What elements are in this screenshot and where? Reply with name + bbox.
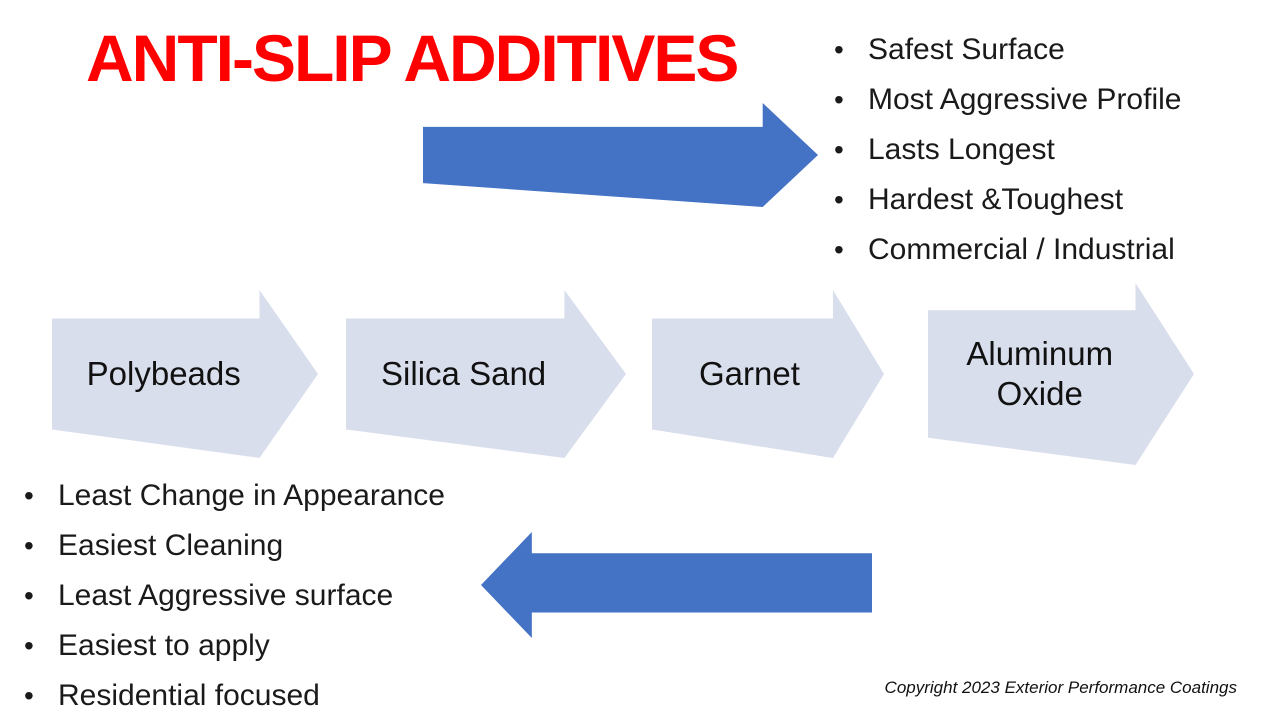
bullet-item: Least Aggressive surface [22, 574, 445, 624]
copyright-text: Copyright 2023 Exterior Performance Coat… [884, 678, 1237, 697]
bullet-item: Lasts Longest [832, 128, 1181, 178]
flow-arrow-label: Garnet [698, 355, 800, 392]
bullet-item: Commercial / Industrial [832, 228, 1181, 278]
flow-arrow-garnet: Garnet [652, 290, 884, 458]
right-arrow-icon [423, 103, 818, 207]
bullet-item: Most Aggressive Profile [832, 78, 1181, 128]
page-title: ANTI-SLIP ADDITIVES [86, 21, 739, 95]
flow-arrow-silica-sand: Silica Sand [346, 290, 626, 458]
bullet-item: Easiest to apply [22, 624, 445, 674]
bullet-item: Easiest Cleaning [22, 524, 445, 574]
bullet-item: Safest Surface [832, 28, 1181, 78]
flow-arrow-aluminum-oxide: Aluminum Oxide [928, 283, 1194, 465]
flow-arrow-label: Polybeads [86, 355, 241, 392]
flow-arrow-label: Silica Sand [381, 355, 547, 392]
bullet-item: Residential focused [22, 674, 445, 720]
bullet-item: Least Change in Appearance [22, 474, 445, 524]
flow-arrow-polybeads: Polybeads [52, 290, 318, 458]
left-arrow-icon [481, 532, 872, 638]
bullet-item: Hardest &Toughest [832, 178, 1181, 228]
bottom-bullet-list: Least Change in Appearance Easiest Clean… [22, 474, 445, 720]
flow-arrow-label: Aluminum Oxide [966, 335, 1114, 412]
top-bullet-list: Safest Surface Most Aggressive Profile L… [832, 28, 1181, 278]
